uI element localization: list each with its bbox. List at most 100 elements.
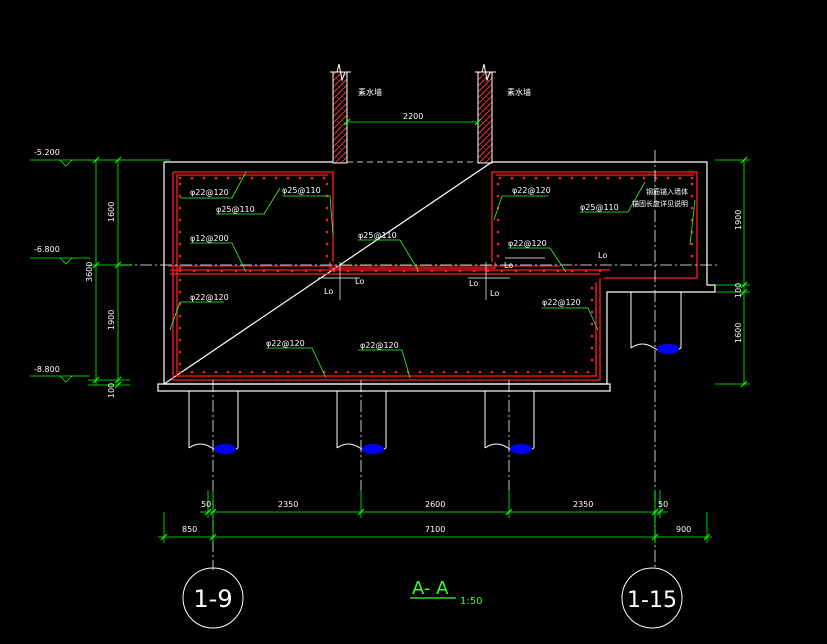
rebar-dot [178, 350, 182, 354]
rebar-dot [598, 269, 602, 273]
rebar-label-r1: φ22@120 [512, 186, 551, 195]
rebar-dot [178, 290, 182, 294]
left-wall-break [330, 63, 351, 82]
rebar-dot [178, 326, 182, 330]
rebar-dot [370, 370, 374, 374]
rebar-dot [298, 176, 302, 180]
rebar-dot [346, 269, 350, 273]
lo-label-5: Lo [490, 289, 499, 298]
rebar-dot [334, 370, 338, 374]
rebar-dot [262, 370, 266, 374]
rebar-dot [325, 218, 329, 222]
rebar-dot [220, 269, 224, 273]
rebar-dot [178, 182, 182, 186]
rebar-dot [250, 176, 254, 180]
rebar-dot [250, 370, 254, 374]
rebar-dot [472, 269, 476, 273]
rebar-label-l4: φ12@200 [190, 234, 229, 243]
rebar-dot [238, 176, 242, 180]
rebar-dot [618, 176, 622, 180]
rebar-dot [178, 194, 182, 198]
rebar-dot [454, 370, 458, 374]
rebar-dot [528, 269, 532, 273]
dim-right-2: 100 [734, 283, 743, 298]
section-title: A- A 1:50 [410, 578, 482, 607]
axis-bubble-left: 1-9 [182, 567, 244, 629]
dim-bottom-2350-right: 2350 [573, 500, 593, 509]
right-upper-wall [477, 71, 493, 164]
upper-walls [330, 63, 496, 164]
rebar-dot [442, 370, 446, 374]
rebar-label-l6: φ22@120 [190, 293, 229, 302]
rebar-dot [486, 269, 490, 273]
rebar-dot [430, 269, 434, 273]
rebar-dot [574, 370, 578, 374]
rebar-dot [374, 269, 378, 273]
rebar-dot [402, 269, 406, 273]
rebar-dot [642, 176, 646, 180]
dim-left-2: 1900 [107, 310, 116, 330]
rebar-dot [586, 370, 590, 374]
rebar-dot [325, 230, 329, 234]
rebar-dot [590, 358, 594, 362]
rebar-dot [332, 269, 336, 273]
lo-label-1: Lo [324, 287, 333, 296]
rebar-dot [226, 176, 230, 180]
rebar-dot [582, 176, 586, 180]
rebar-dot [202, 176, 206, 180]
dimension-ticks [92, 118, 748, 541]
rebar-dot [178, 206, 182, 210]
rebar-dot [234, 269, 238, 273]
dim-left-1: 1600 [107, 202, 116, 222]
rebar-dot [178, 176, 182, 180]
rebar-dot [274, 370, 278, 374]
rebar-label-l1: φ22@120 [190, 188, 229, 197]
rebar-dot [310, 370, 314, 374]
dim-bottom-50-left: 50 [201, 500, 211, 509]
rebar-dot [290, 269, 294, 273]
rebar-dot [606, 176, 610, 180]
rebar-dot [286, 176, 290, 180]
rebar-dot [262, 176, 266, 180]
rebar-note-line1: 钢筋锚入墙体 [646, 187, 688, 196]
rebar-dot [496, 242, 500, 246]
rebar-dot [594, 176, 598, 180]
dim-bottom-900: 900 [676, 525, 691, 534]
section-name: A- A [412, 578, 449, 599]
rebar-dot [430, 370, 434, 374]
rebar-dot [496, 194, 500, 198]
lo-marks [318, 257, 545, 300]
rebar-dot [444, 269, 448, 273]
section-scale: 1:50 [460, 596, 482, 607]
rebar-dot [202, 370, 206, 374]
elevation-mid: -6.800 [34, 245, 60, 254]
rebar-dot [542, 269, 546, 273]
rebar-dot [178, 254, 182, 258]
lo-label-3: Lo [469, 279, 478, 288]
rebar-dot [192, 269, 196, 273]
pile-4 [630, 292, 682, 354]
rebar-dot [590, 346, 594, 350]
rebar-dot [498, 176, 502, 180]
rebar-label-l8: φ22@120 [360, 341, 399, 350]
axis-label-left: 1-9 [193, 585, 232, 613]
rebar-dot [298, 370, 302, 374]
rebar-dot [190, 370, 194, 374]
rebar-dot [325, 254, 329, 258]
rebar-dot [466, 370, 470, 374]
rebar-dot [178, 370, 182, 374]
rebar-dot [325, 242, 329, 246]
rebar-dot [310, 176, 314, 180]
rebar-dot [274, 176, 278, 180]
rebar-dots [178, 176, 694, 374]
rebar-dot [558, 176, 562, 180]
pile-2 [336, 391, 387, 454]
rebar-dot [178, 230, 182, 234]
dim-left-3: 100 [107, 383, 116, 398]
rebar-dot [510, 176, 514, 180]
dim-opening: 2200 [403, 112, 423, 121]
rebar-dot [590, 310, 594, 314]
rebar-dot [346, 370, 350, 374]
rebar-dot [550, 370, 554, 374]
